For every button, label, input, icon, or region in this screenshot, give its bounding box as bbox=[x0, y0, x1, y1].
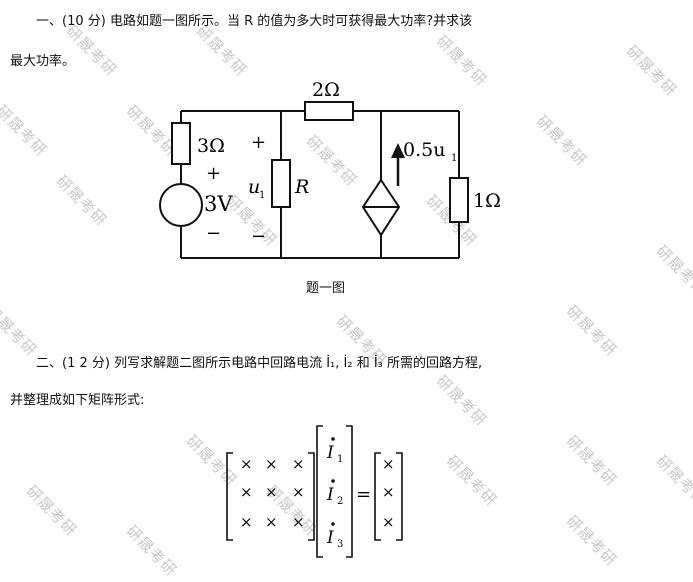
vector-entry-sub: 2 bbox=[337, 496, 343, 507]
phasor-dot-icon bbox=[331, 437, 335, 441]
resistor-R bbox=[271, 159, 291, 208]
resistor-2ohm bbox=[304, 101, 354, 121]
resistor-3ohm bbox=[171, 122, 191, 165]
matrix-brackets bbox=[226, 425, 403, 558]
figure-caption: 题一图 bbox=[306, 281, 346, 296]
arrow-head-icon bbox=[391, 143, 405, 158]
label-2ohm: 2Ω bbox=[312, 79, 340, 101]
matrix-cell: × bbox=[292, 513, 305, 531]
dep-source-sub: 1 bbox=[451, 153, 457, 164]
equals-sign: = bbox=[356, 484, 371, 505]
matrix-cell: × bbox=[240, 513, 253, 531]
rhs-cell: × bbox=[382, 455, 395, 473]
matrix-cell: × bbox=[240, 483, 253, 501]
coefficient-matrix: × × × × × × × × × bbox=[240, 455, 305, 531]
problem2-line2: 并整理成如下矩阵形式: bbox=[10, 393, 145, 408]
u1-sub: 1 bbox=[259, 190, 265, 201]
vector-entry: I bbox=[326, 528, 334, 548]
problem1-line2: 最大功率。 bbox=[10, 54, 76, 69]
matrix-cell: × bbox=[240, 455, 253, 473]
label-3v: 3V bbox=[204, 192, 233, 216]
dep-source-label: 0.5u bbox=[403, 139, 445, 161]
matrix-cell: × bbox=[265, 483, 278, 501]
phasor-dot-icon bbox=[331, 522, 335, 526]
phasor-dot-icon bbox=[331, 479, 335, 483]
u1-plus: + bbox=[251, 132, 266, 153]
source-minus: − bbox=[206, 223, 221, 244]
matrix-cell: × bbox=[292, 455, 305, 473]
source-plus: + bbox=[206, 163, 221, 184]
rhs-vector: × × × bbox=[382, 455, 395, 531]
label-R: R bbox=[294, 176, 309, 198]
matrix-cell: × bbox=[265, 513, 278, 531]
vector-entry-sub: 3 bbox=[337, 539, 343, 550]
problem1-line1: 一、(10 分) 电路如题一图所示。当 R 的值为多大时可获得最大功率?并求该 bbox=[36, 14, 473, 29]
problem2-line1: 二、(1 2 分) 列写求解题二图所示电路中回路电流 İ₁, İ₂ 和 İ₃ 所… bbox=[36, 356, 483, 371]
u1-minus: − bbox=[251, 226, 266, 247]
rhs-cell: × bbox=[382, 483, 395, 501]
matrix-cell: × bbox=[265, 455, 278, 473]
voltage-source-icon bbox=[159, 183, 203, 227]
u1-label: u bbox=[248, 176, 260, 198]
vector-entry: I bbox=[326, 443, 334, 463]
circuit-wires bbox=[180, 110, 460, 259]
resistor-1ohm bbox=[449, 177, 469, 223]
circuit-figure: 2Ω 3Ω + 3V − + u 1 − R 0.5u 1 1Ω bbox=[159, 79, 501, 259]
matrix-cell: × bbox=[292, 483, 305, 501]
label-3ohm: 3Ω bbox=[197, 135, 225, 157]
vector-entry: I bbox=[326, 485, 334, 505]
rhs-cell: × bbox=[382, 513, 395, 531]
label-1ohm: 1Ω bbox=[473, 190, 501, 212]
vector-entry-sub: 1 bbox=[337, 454, 343, 465]
